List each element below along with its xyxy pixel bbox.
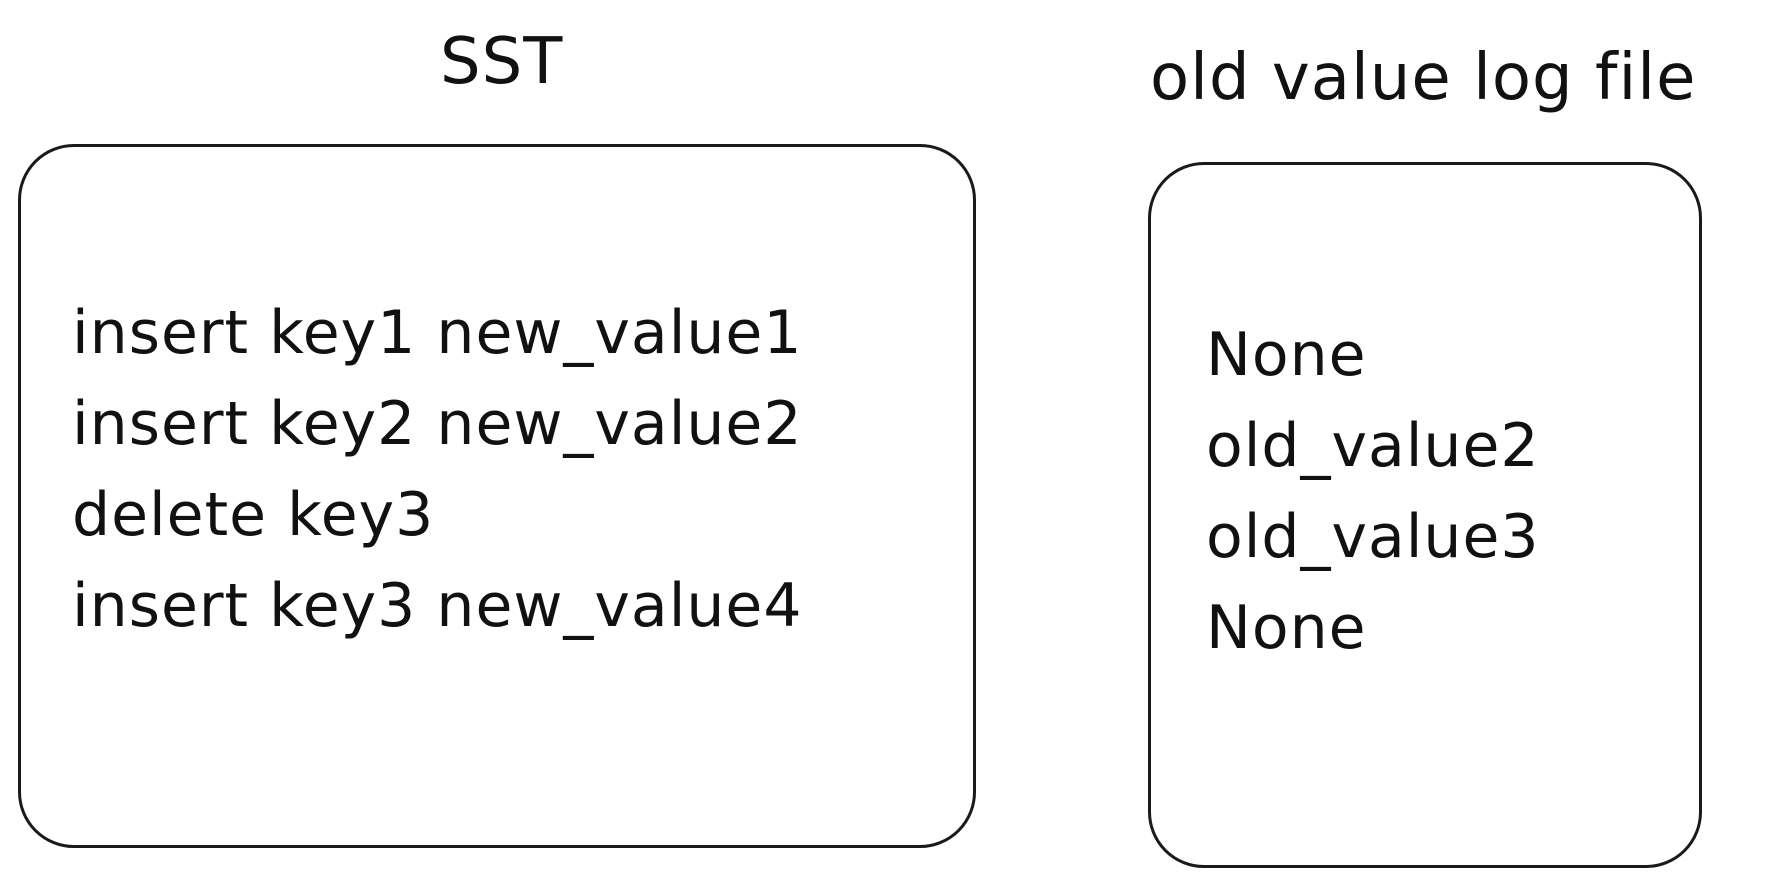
old-value-log-box (1148, 162, 1702, 868)
old-value-log-title: old value log file (1150, 41, 1697, 115)
sst-title: SST (440, 25, 564, 99)
old-value-log-entry: None (1206, 593, 1367, 663)
sst-box (18, 144, 976, 848)
old-value-log-entry: None (1206, 320, 1367, 390)
sst-entry: insert key3 new_value4 (72, 571, 803, 641)
old-value-log-entry: old_value3 (1206, 502, 1540, 572)
sst-entries: insert key1 new_value1 insert key2 new_v… (72, 288, 803, 652)
sst-entry: delete key3 (72, 480, 435, 550)
sst-entry: insert key2 new_value2 (72, 389, 803, 459)
sst-entry: insert key1 new_value1 (72, 298, 803, 368)
old-value-log-entries: None old_value2 old_value3 None (1206, 310, 1540, 674)
old-value-log-entry: old_value2 (1206, 411, 1540, 481)
